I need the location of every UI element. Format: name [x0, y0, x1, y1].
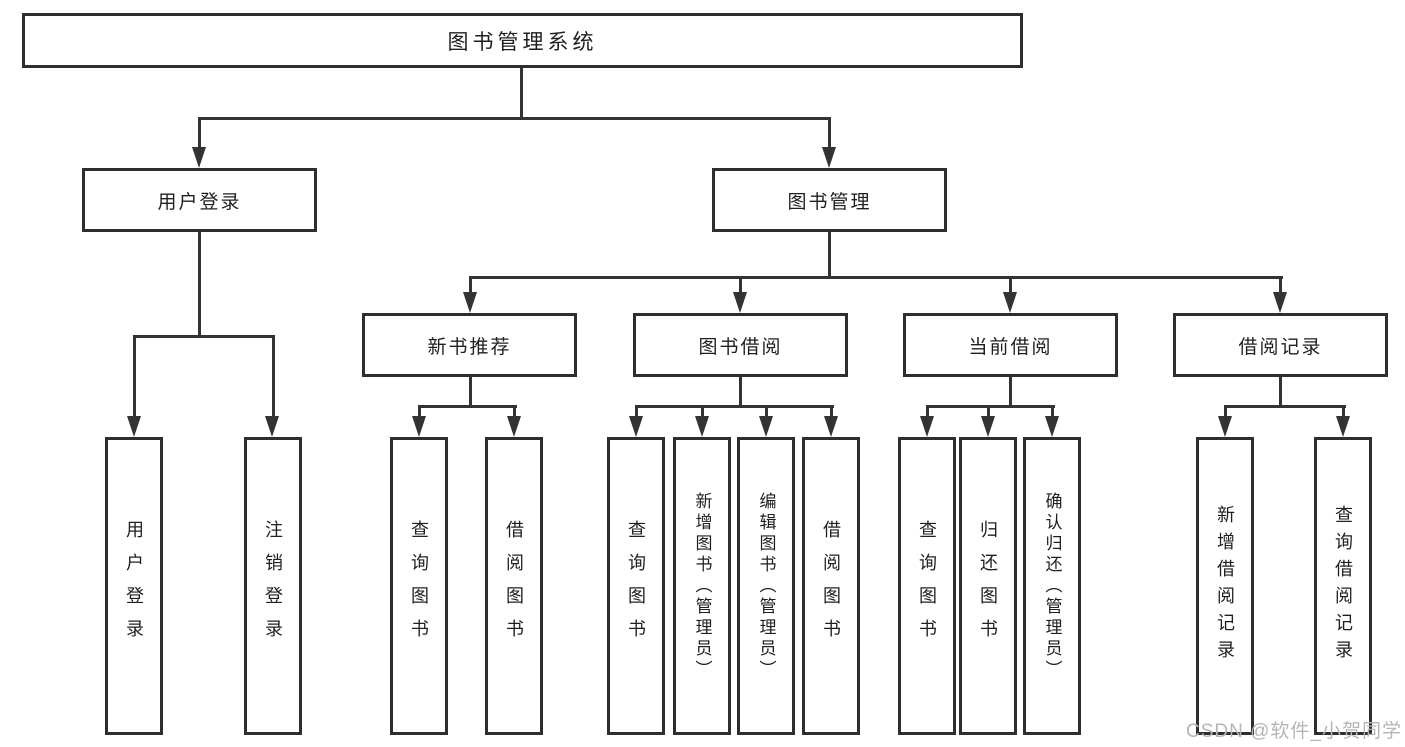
node-user-login-branch: 用户登录	[82, 168, 317, 232]
arrow-down-icon	[412, 416, 426, 437]
connector-line	[418, 408, 421, 416]
arrow-down-icon	[695, 416, 709, 437]
connector-line	[198, 117, 831, 120]
connector-line	[987, 408, 990, 416]
node-current-borrowing: 当前借阅	[903, 313, 1118, 377]
connector-line	[1224, 408, 1227, 416]
node-borrow-records: 借阅记录	[1173, 313, 1388, 377]
arrow-down-icon	[127, 416, 141, 437]
connector-line	[1279, 377, 1282, 405]
connector-line	[830, 408, 833, 416]
connector-line	[469, 276, 1283, 279]
connector-line	[469, 377, 472, 405]
connector-line	[1224, 405, 1346, 408]
arrow-down-icon	[822, 147, 836, 168]
leaf-query-book-current: 查询图书	[898, 437, 956, 735]
leaf-logout: 注销登录	[244, 437, 302, 735]
connector-line	[1279, 279, 1282, 293]
leaf-confirm-return-admin: 确认归还（管理员）	[1023, 437, 1081, 735]
connector-line	[513, 408, 516, 416]
csdn-watermark: CSDN @软件_小贺同学	[1186, 721, 1402, 742]
leaf-borrow-book-recommend: 借阅图书	[485, 437, 543, 735]
connector-line	[520, 68, 523, 117]
arrow-down-icon	[1218, 416, 1232, 437]
connector-line	[828, 232, 831, 276]
arrow-down-icon	[981, 416, 995, 437]
connector-line	[828, 120, 831, 147]
connector-line	[635, 408, 638, 416]
leaf-borrow-book: 借阅图书	[802, 437, 860, 735]
connector-line	[765, 408, 768, 416]
connector-line	[701, 408, 704, 416]
connector-line	[739, 279, 742, 293]
connector-line	[198, 120, 201, 147]
arrow-down-icon	[759, 416, 773, 437]
connector-line	[1342, 408, 1345, 416]
node-book-management-branch: 图书管理	[712, 168, 947, 232]
connector-line	[1009, 377, 1012, 405]
arrow-down-icon	[1045, 416, 1059, 437]
node-new-book-recommend: 新书推荐	[362, 313, 577, 377]
connector-line	[739, 377, 742, 405]
arrow-down-icon	[1003, 292, 1017, 313]
connector-line	[133, 338, 136, 416]
connector-line	[1009, 279, 1012, 293]
connector-line	[133, 335, 275, 338]
node-library-system: 图书管理系统	[22, 13, 1023, 68]
connector-line	[926, 405, 1055, 408]
node-book-borrowing: 图书借阅	[633, 313, 848, 377]
leaf-query-book-recommend: 查询图书	[390, 437, 448, 735]
arrow-down-icon	[1336, 416, 1350, 437]
leaf-edit-book-admin: 编辑图书（管理员）	[737, 437, 795, 735]
connector-line	[469, 279, 472, 293]
arrow-down-icon	[192, 147, 206, 168]
arrow-down-icon	[733, 292, 747, 313]
connector-line	[1051, 408, 1054, 416]
arrow-down-icon	[824, 416, 838, 437]
connector-line	[272, 338, 275, 416]
leaf-add-book-admin: 新增图书（管理员）	[673, 437, 731, 735]
connector-line	[198, 232, 201, 335]
connector-line	[635, 405, 834, 408]
arrow-down-icon	[265, 416, 279, 437]
leaf-query-borrow-record: 查询借阅记录	[1314, 437, 1372, 735]
leaf-user-login: 用户登录	[105, 437, 163, 735]
arrow-down-icon	[920, 416, 934, 437]
connector-line	[926, 408, 929, 416]
arrow-down-icon	[463, 292, 477, 313]
leaf-add-borrow-record: 新增借阅记录	[1196, 437, 1254, 735]
connector-line	[418, 405, 517, 408]
leaf-return-book: 归还图书	[959, 437, 1017, 735]
arrow-down-icon	[629, 416, 643, 437]
leaf-query-book-borrowing: 查询图书	[607, 437, 665, 735]
arrow-down-icon	[507, 416, 521, 437]
arrow-down-icon	[1273, 292, 1287, 313]
